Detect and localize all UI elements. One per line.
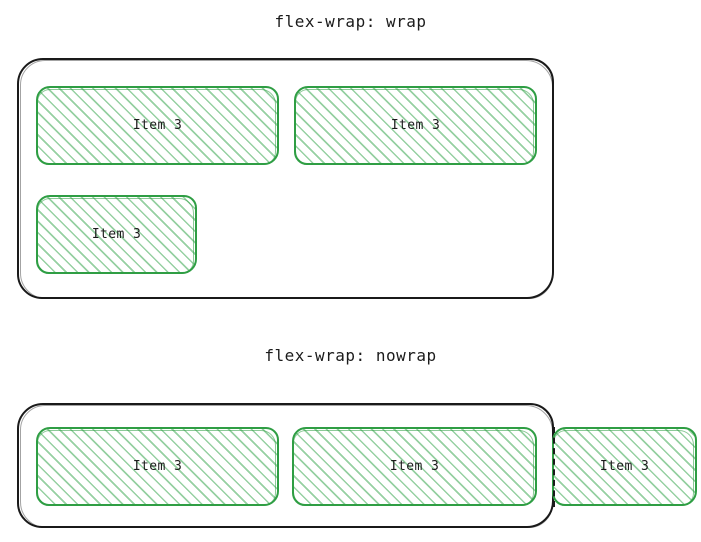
container-overflow-boundary-line	[553, 427, 555, 507]
flex-item-label: Item 3	[91, 227, 142, 242]
flex-item: Item 3	[294, 86, 537, 165]
flex-item-label: Item 3	[132, 459, 183, 474]
flex-item: Item 3	[292, 427, 537, 506]
flex-item-label: Item 3	[390, 118, 441, 133]
flex-item-overflowing: Item 3	[552, 427, 697, 506]
flex-item: Item 3	[36, 427, 279, 506]
section-wrap-title: flex-wrap: wrap	[274, 12, 427, 31]
flex-item: Item 3	[36, 195, 197, 274]
flex-item-label: Item 3	[389, 459, 440, 474]
section-nowrap-title: flex-wrap: nowrap	[264, 346, 437, 365]
flex-item-label: Item 3	[599, 459, 650, 474]
flex-item: Item 3	[36, 86, 279, 165]
flex-item-label: Item 3	[132, 118, 183, 133]
